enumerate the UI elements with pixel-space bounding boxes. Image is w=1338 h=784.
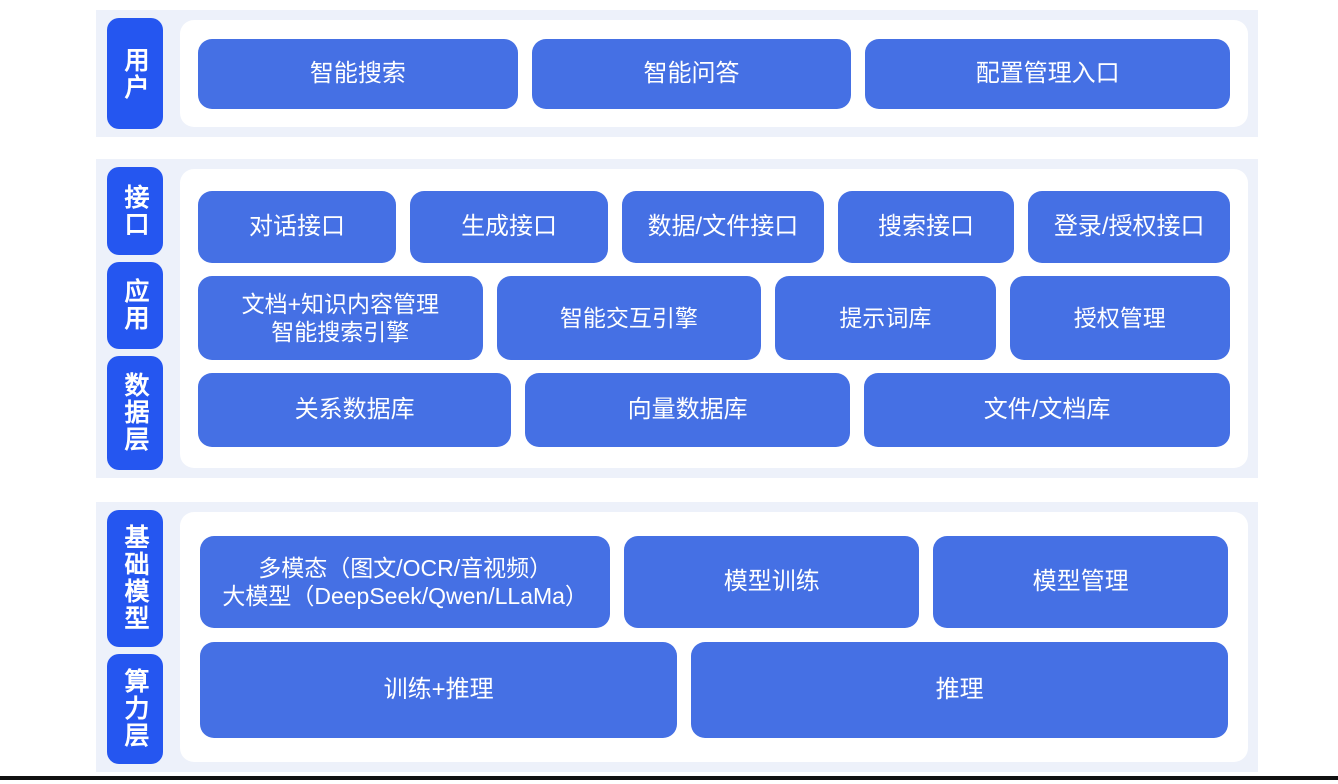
tile-training-and-inference[interactable]: 训练+推理 [200,641,678,738]
badge-column-foundation: 基础模型 算力层 [96,502,174,772]
tile-smart-search[interactable]: 智能搜索 [198,38,518,109]
layer-badge-compute[interactable]: 算力层 [107,653,163,764]
tile-dialog-api[interactable]: 对话接口 [198,190,397,263]
row-interface: 对话接口 生成接口 数据/文件接口 搜索接口 登录/授权接口 [198,190,1230,263]
row-compute: 训练+推理 推理 [200,641,1228,738]
row-model: 多模态（图文/OCR/音视频） 大模型（DeepSeek/Qwen/LLaMa）… [200,535,1229,628]
tile-prompt-library[interactable]: 提示词库 [775,275,996,360]
tile-model-management[interactable]: 模型管理 [933,535,1229,628]
tile-inference[interactable]: 推理 [691,641,1228,738]
row-application: 文档+知识内容管理 智能搜索引擎 智能交互引擎 提示词库 授权管理 [198,275,1230,360]
row-user-entries: 智能搜索 智能问答 配置管理入口 [198,38,1231,109]
tile-smart-qa[interactable]: 智能问答 [531,38,852,109]
tile-authorization-management[interactable]: 授权管理 [1009,275,1230,360]
tile-model-training[interactable]: 模型训练 [624,535,920,628]
spacer-between-middle-and-foundation [0,477,1338,502]
card-middle-layers: 对话接口 生成接口 数据/文件接口 搜索接口 登录/授权接口 文档+知识内容管理… [180,169,1248,468]
layer-badge-data[interactable]: 数据层 [107,355,163,470]
layer-badge-foundation-model[interactable]: 基础模型 [107,509,163,647]
tile-search-api[interactable]: 搜索接口 [837,190,1015,263]
spacer-top [0,0,1338,10]
row-data-layer: 关系数据库 向量数据库 文件/文档库 [198,372,1230,447]
tile-file-document-store[interactable]: 文件/文档库 [864,372,1230,447]
badge-column-user: 用户 [96,10,174,137]
section-foundation-layers: 基础模型 算力层 多模态（图文/OCR/音视频） 大模型（DeepSeek/Qw… [96,501,1258,772]
tile-vector-database[interactable]: 向量数据库 [525,372,851,447]
section-user-layer: 用户 智能搜索 智能问答 配置管理入口 [96,10,1258,138]
layer-badge-user[interactable]: 用户 [107,18,163,130]
tile-login-auth-api[interactable]: 登录/授权接口 [1028,190,1230,263]
tile-config-management-entry[interactable]: 配置管理入口 [865,38,1231,109]
section-middle-layers: 接口 应用 数据层 对话接口 生成接口 数据/文件接口 搜索接口 登录/授权接口… [96,159,1258,478]
tile-smart-interaction-engine[interactable]: 智能交互引擎 [496,275,762,360]
layer-badge-interface[interactable]: 接口 [107,167,163,255]
tile-multimodal-large-model[interactable]: 多模态（图文/OCR/音视频） 大模型（DeepSeek/Qwen/LLaMa） [200,535,611,628]
layer-badge-application[interactable]: 应用 [107,261,163,349]
tile-data-file-api[interactable]: 数据/文件接口 [622,190,824,263]
tile-generation-api[interactable]: 生成接口 [410,190,609,263]
spacer-between-user-and-middle [0,137,1338,160]
badge-column-middle: 接口 应用 数据层 [96,159,174,477]
tile-relational-database[interactable]: 关系数据库 [198,372,512,447]
card-user-layer: 智能搜索 智能问答 配置管理入口 [180,20,1248,128]
card-foundation-layers: 多模态（图文/OCR/音视频） 大模型（DeepSeek/Qwen/LLaMa）… [180,511,1248,762]
tile-doc-knowledge-management[interactable]: 文档+知识内容管理 智能搜索引擎 [198,275,483,360]
spacer-bottom [0,772,1338,776]
